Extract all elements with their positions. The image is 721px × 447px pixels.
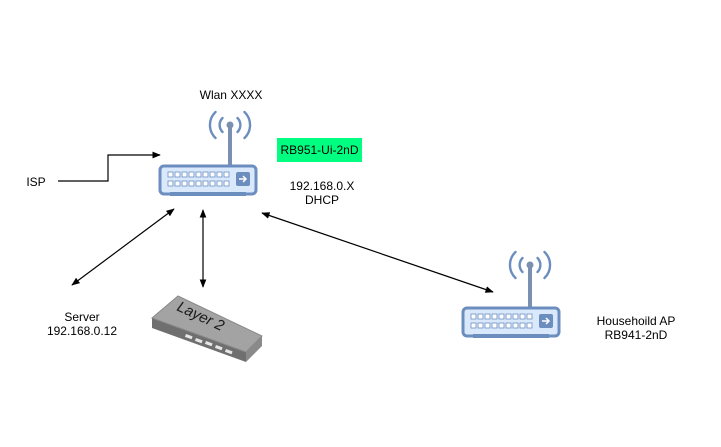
household-ap-name: Househoild AP	[596, 314, 676, 328]
main-router-address-label: 192.168.0.X DHCP	[277, 179, 367, 207]
main-router-name: Wlan XXXX	[196, 88, 266, 102]
main-router-icon	[158, 110, 258, 196]
main-router-mode: DHCP	[304, 193, 339, 207]
server-label: Server 192.168.0.12	[34, 310, 130, 338]
wifi-antenna-icon	[508, 250, 552, 280]
main-router-model-badge: RB951-Ui-2nD	[277, 138, 362, 162]
main-router-model-text: RB951-Ui-2nD	[280, 143, 359, 157]
isp-link	[58, 151, 161, 182]
main-router-ip: 192.168.0.X	[289, 179, 355, 193]
layer2-switch-icon: Layer 2	[151, 295, 263, 362]
household-ap-model: RB941-2nD	[604, 328, 668, 342]
main-router-name-text: Wlan XXXX	[199, 88, 263, 102]
isp-label-text: ISP	[26, 175, 46, 189]
household-ap-label: Househoild AP RB941-2nD	[584, 314, 688, 342]
server-ip: 192.168.0.12	[46, 324, 118, 338]
link-router-household-ap	[261, 212, 494, 293]
server-name: Server	[64, 310, 100, 324]
link-router-server	[71, 208, 175, 286]
wifi-antenna-icon	[208, 110, 252, 140]
isp-label: ISP	[24, 175, 48, 189]
household-ap-router-icon	[461, 250, 561, 338]
